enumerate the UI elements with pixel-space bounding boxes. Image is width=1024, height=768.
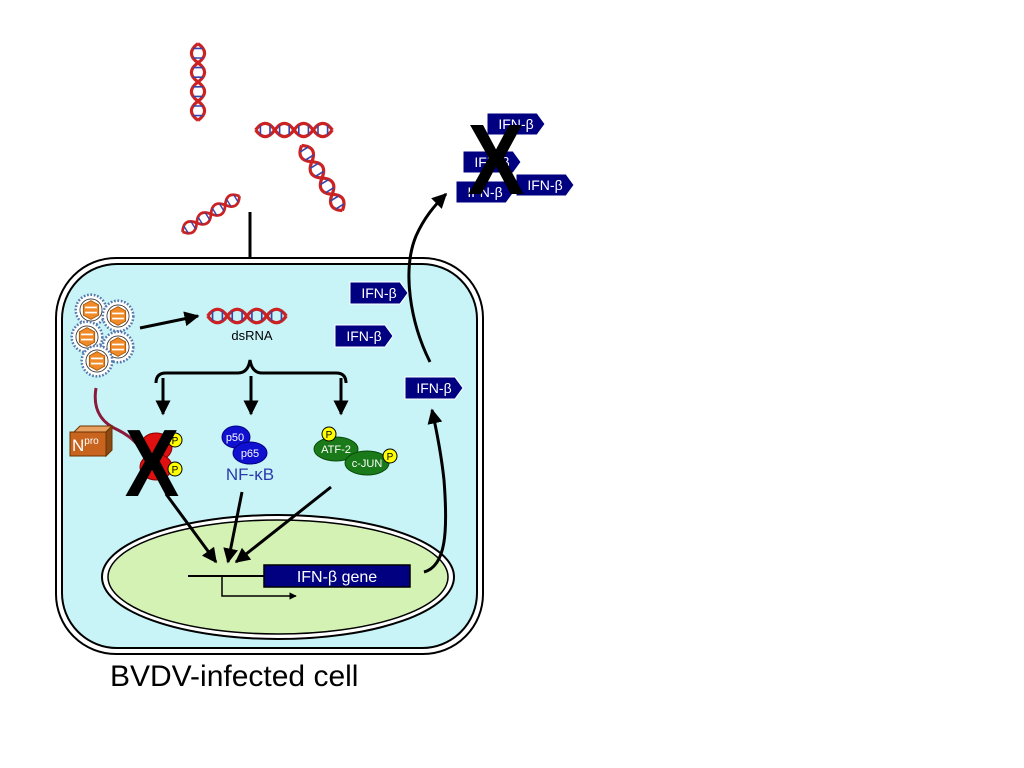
svg-text:P: P: [172, 436, 179, 447]
p65-label: p65: [241, 448, 259, 460]
atf2-cjun-complex: ATF-2 c-JUN P P: [313, 426, 398, 476]
secretion-arrow: [407, 192, 448, 363]
ifn-beta-tag: IFN-β: [404, 376, 464, 400]
npro-label: Npro: [72, 436, 99, 455]
signal-branch-bracket: [154, 359, 348, 384]
nfkb-to-promoter-arrow: [223, 491, 244, 564]
ifn-beta-tag-label: IFN-β: [527, 177, 562, 193]
nfkb-complex: p50 p65 NF-κB: [221, 425, 274, 484]
phospho-badge: [167, 432, 183, 448]
ifn-beta-tag: IFN-β: [349, 281, 409, 305]
ifn-extracellular-blocked-mark: X: [468, 103, 525, 215]
ifn-beta-tag: IFN-β: [486, 112, 546, 136]
ifn-beta-gene-box: [263, 564, 411, 588]
phospho-badge: [321, 426, 337, 442]
ifn-beta-tag-label: IFN-β: [474, 154, 509, 170]
phospho-badge: [382, 448, 398, 464]
ifn-beta-tag: IFN-β: [455, 180, 515, 204]
ifn-beta-tag-label: IFN-β: [467, 184, 502, 200]
ifn-beta-tag-label: IFN-β: [361, 285, 396, 301]
svg-text:P: P: [326, 430, 333, 441]
svg-text:P: P: [172, 465, 179, 476]
transcription-start-arrow: [221, 576, 297, 600]
extracellular-dsrna-group: [177, 42, 350, 239]
figure-caption: BVDV-infected cell: [110, 660, 359, 693]
dsrna-helix: [294, 140, 350, 216]
atf2-label: ATF-2: [321, 444, 351, 456]
dsrna-helix: [254, 121, 334, 139]
ifn-beta-tag: IFN-β: [334, 324, 394, 348]
ifn-beta-tag: IFN-β: [462, 150, 522, 174]
ifn-beta-tag-label: IFN-β: [498, 116, 533, 132]
phospho-badge: [167, 461, 183, 477]
ifn-beta-tag-label: IFN-β: [346, 328, 381, 344]
svg-text:P: P: [387, 452, 394, 463]
ifn-beta-gene-label: IFN-β gene: [297, 569, 377, 586]
ifn-beta-tag-label: IFN-β: [416, 380, 451, 396]
dsrna-helix: [177, 189, 245, 239]
gene-to-protein-arrow: [423, 408, 448, 574]
dsrna-helix: [189, 42, 207, 122]
virion: [101, 299, 135, 333]
nfkb-label: NF-κB: [226, 465, 274, 484]
virion-to-dsrna-arrow: [139, 311, 200, 330]
p50-label: p50: [226, 432, 244, 444]
virion: [80, 344, 114, 378]
ifn-beta-tag: IFN-β: [515, 173, 575, 197]
cjun-label: c-JUN: [352, 458, 383, 470]
atf-jun-to-promoter-arrow: [234, 485, 332, 564]
dsrna-label: dsRNA: [231, 328, 273, 343]
irf3-to-promoter-arrow: [164, 493, 218, 564]
irf3-dimer: P P: [139, 432, 183, 481]
virion: [74, 293, 108, 327]
npro-box: Npro: [69, 424, 114, 458]
